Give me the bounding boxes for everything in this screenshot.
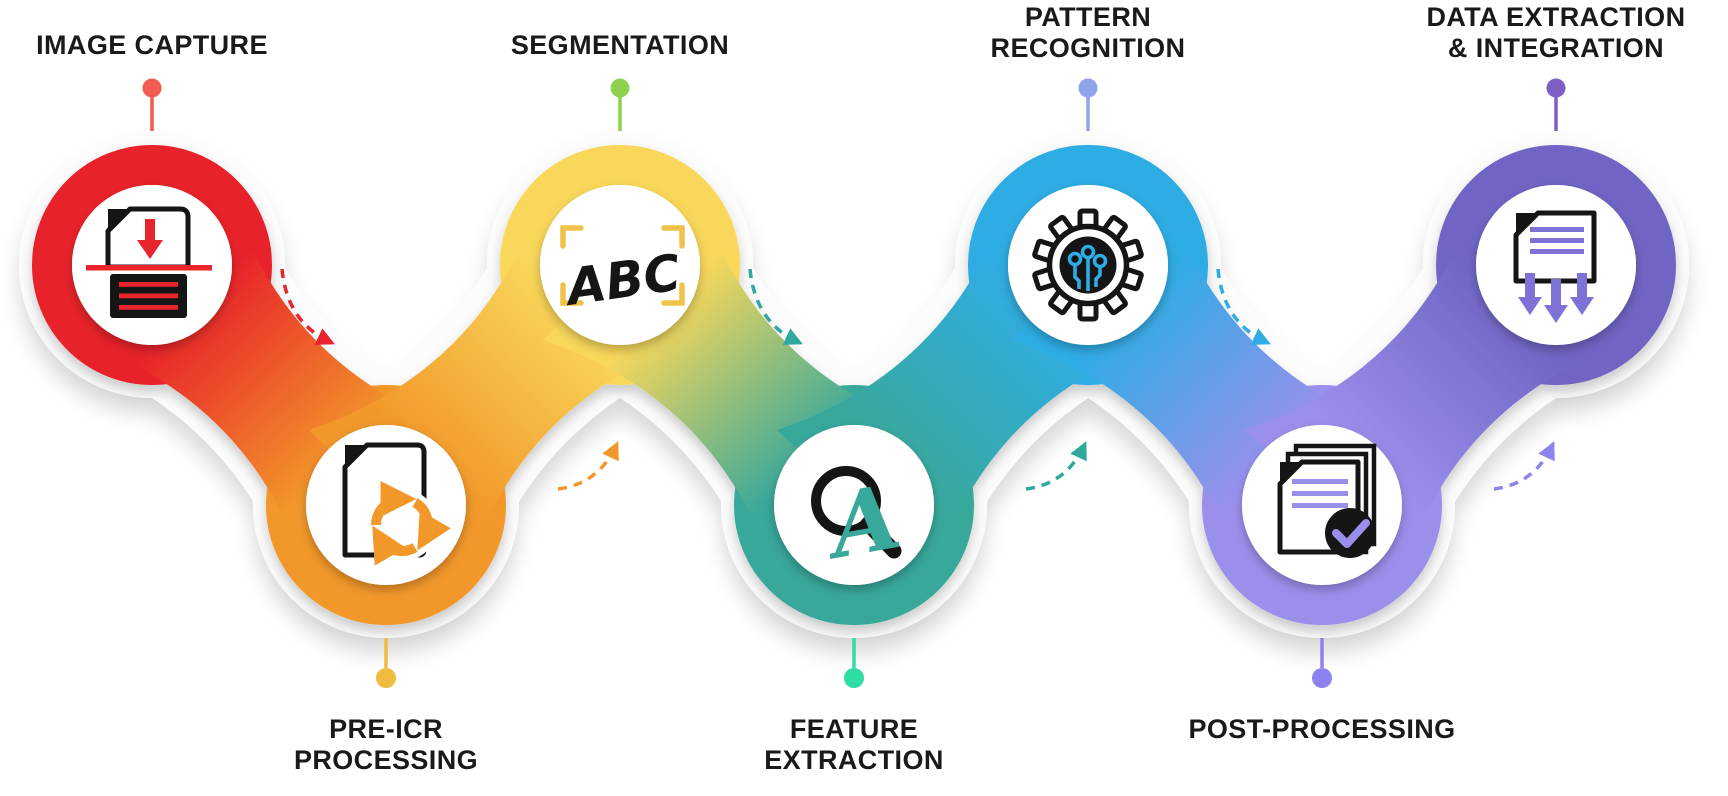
connector-pre-icr: [376, 638, 396, 688]
arrow-2-3: [557, 441, 619, 491]
step-label-data-extraction-integration: DATA EXTRACTION & INTEGRATION: [1426, 2, 1686, 63]
arrow-4-5: [1025, 441, 1087, 491]
connector-segmentation: [610, 78, 630, 131]
gear-circuit-icon: [1032, 208, 1144, 322]
step-label-pattern-recognition: PATTERN RECOGNITION: [990, 2, 1186, 63]
step-label-feature-extraction: FEATURE EXTRACTION: [764, 714, 944, 775]
arrow-3-4: [748, 268, 803, 345]
connector-feature-extraction: [844, 638, 864, 688]
document-recycle-icon: [342, 442, 451, 566]
documents-check-icon: [1277, 443, 1377, 558]
step-label-pre-icr-processing: PRE-ICR PROCESSING: [293, 714, 479, 775]
connector-post-processing: [1312, 638, 1332, 688]
arrow-5-6: [1216, 268, 1271, 345]
connector-image-capture: [142, 78, 162, 131]
flow-arrows: [280, 268, 1555, 491]
connector-data-extraction: [1546, 78, 1566, 131]
step-label-image-capture: IMAGE CAPTURE: [36, 30, 268, 60]
step-label-segmentation: SEGMENTATION: [510, 30, 730, 60]
arrow-1-2: [280, 268, 335, 345]
step-label-post-processing: POST-PROCESSING: [1188, 714, 1456, 744]
abc-scan-icon: ABC: [560, 225, 685, 317]
connector-pattern-recognition: [1078, 78, 1098, 131]
arrow-6-7: [1493, 441, 1555, 491]
label-connectors: [142, 78, 1566, 688]
document-export-icon: [1513, 210, 1597, 323]
scanner-icon: [86, 206, 212, 318]
